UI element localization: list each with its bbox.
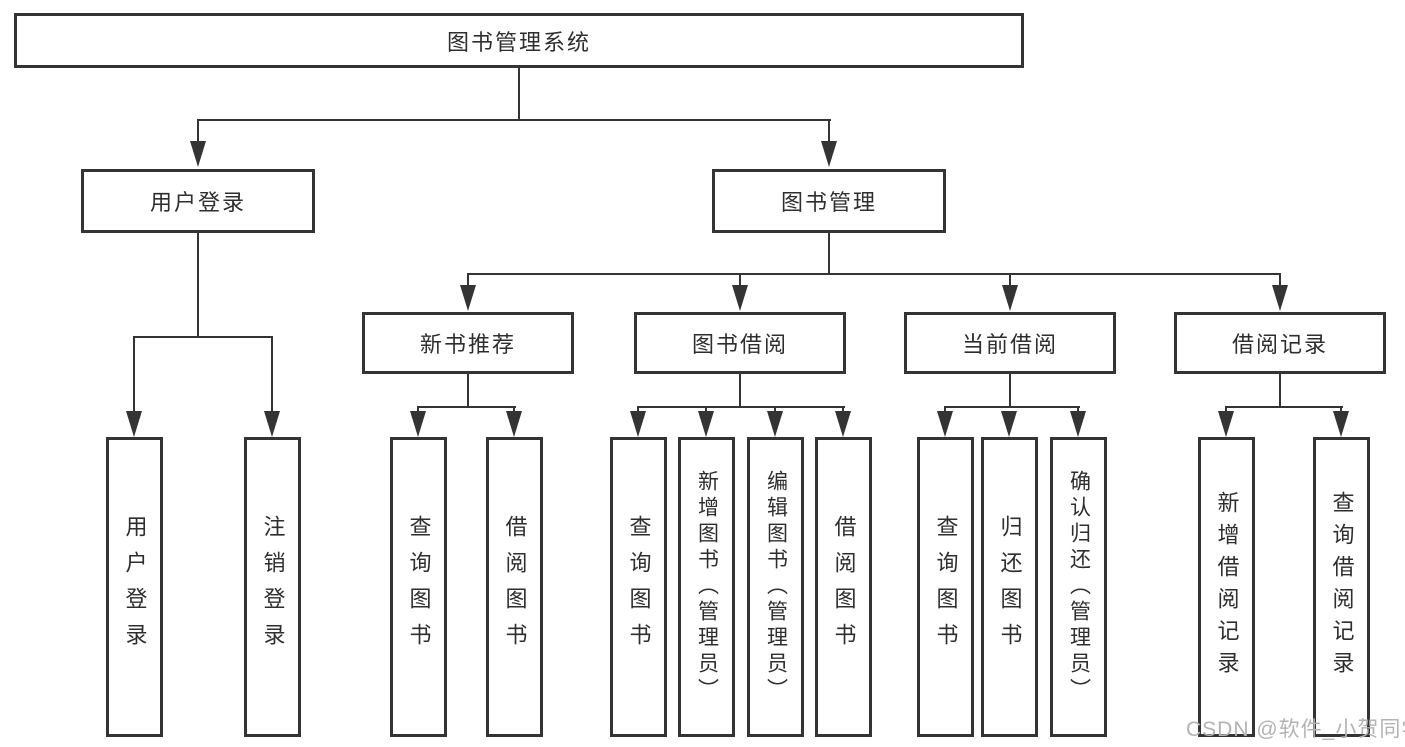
node-current-borrowing: 当前借阅 xyxy=(904,312,1116,374)
leaf-user-login: 用户登录 xyxy=(106,437,163,737)
arrowhead-down-icon xyxy=(190,141,206,167)
node-label: 归还图书 xyxy=(997,515,1023,659)
connector-line xyxy=(1009,374,1011,406)
connector-line xyxy=(739,273,741,287)
leaf-logout: 注销登录 xyxy=(244,437,301,737)
leaf-add-borrow-record: 新增借阅记录 xyxy=(1198,437,1255,737)
node-new-book-recommendation: 新书推荐 xyxy=(362,312,574,374)
leaf-borrow-books-recommend: 借阅图书 xyxy=(486,437,543,737)
arrowhead-down-icon xyxy=(732,285,748,311)
node-label: 查询图书 xyxy=(626,515,652,659)
arrowhead-down-icon xyxy=(410,411,426,437)
connector-line xyxy=(1279,374,1281,406)
connector-line xyxy=(271,336,273,411)
connector-line xyxy=(774,406,776,414)
node-label: 新增图书（管理员） xyxy=(695,470,719,704)
leaf-query-books-recommend: 查询图书 xyxy=(390,437,447,737)
connector-line xyxy=(1225,406,1227,414)
node-label: 编辑图书（管理员） xyxy=(764,470,788,704)
arrowhead-down-icon xyxy=(126,411,142,437)
node-label: 新增借阅记录 xyxy=(1214,491,1240,683)
leaf-add-books-admin: 新增图书（管理员） xyxy=(678,437,735,737)
arrowhead-down-icon xyxy=(1070,411,1086,437)
watermark: CSDN @软件_小贺同学 xyxy=(1186,718,1405,741)
leaf-edit-books-admin: 编辑图书（管理员） xyxy=(747,437,804,737)
connector-line xyxy=(1009,273,1011,287)
arrowhead-down-icon xyxy=(1272,285,1288,311)
node-book-management: 图书管理 xyxy=(712,169,946,233)
connector-line xyxy=(828,233,830,273)
node-book-borrowing: 图书借阅 xyxy=(634,312,846,374)
node-label: 图书管理 xyxy=(780,190,877,215)
arrowhead-down-icon xyxy=(460,285,476,311)
connector-line xyxy=(133,336,135,411)
leaf-borrow-books-borrowing: 借阅图书 xyxy=(815,437,872,737)
arrowhead-down-icon xyxy=(937,411,953,437)
leaf-return-books: 归还图书 xyxy=(981,437,1038,737)
connector-line xyxy=(705,406,707,414)
node-label: 确认归还（管理员） xyxy=(1067,470,1091,704)
connector-line xyxy=(133,336,273,338)
connector-line xyxy=(197,119,199,145)
arrowhead-down-icon xyxy=(1001,411,1017,437)
node-label: 图书借阅 xyxy=(691,332,788,357)
leaf-confirm-return-admin: 确认归还（管理员） xyxy=(1050,437,1107,737)
node-label: 用户登录 xyxy=(149,190,246,215)
arrowhead-down-icon xyxy=(506,411,522,437)
connector-line xyxy=(842,406,844,414)
connector-line xyxy=(1279,273,1281,287)
connector-line xyxy=(467,273,469,287)
arrowhead-down-icon xyxy=(835,411,851,437)
arrowhead-down-icon xyxy=(1218,411,1234,437)
connector-line xyxy=(467,273,1281,275)
connector-line xyxy=(197,119,831,121)
arrowhead-down-icon xyxy=(1002,285,1018,311)
arrowhead-down-icon xyxy=(767,411,783,437)
connector-line xyxy=(944,406,946,414)
connector-line xyxy=(1225,406,1343,408)
connector-line xyxy=(828,119,830,145)
node-label: 借阅记录 xyxy=(1231,332,1328,357)
node-label: 查询图书 xyxy=(406,515,432,659)
node-borrowing-records: 借阅记录 xyxy=(1174,312,1386,374)
arrowhead-down-icon xyxy=(698,411,714,437)
connector-line xyxy=(637,406,639,414)
connector-line xyxy=(197,233,199,336)
node-label: 注销登录 xyxy=(260,515,286,659)
node-label: 图书管理系统 xyxy=(446,29,591,55)
connector-line xyxy=(467,374,469,406)
node-label: 借阅图书 xyxy=(831,515,857,659)
node-label: 当前借阅 xyxy=(961,332,1058,357)
node-label: 查询图书 xyxy=(933,515,959,659)
connector-line xyxy=(417,406,516,408)
node-user-login: 用户登录 xyxy=(81,169,315,233)
node-label: 查询借阅记录 xyxy=(1329,491,1355,683)
connector-line xyxy=(637,406,845,408)
connector-line xyxy=(518,66,520,119)
connector-line xyxy=(944,406,1080,408)
leaf-query-books-current: 查询图书 xyxy=(917,437,974,737)
arrowhead-down-icon xyxy=(264,411,280,437)
connector-line xyxy=(739,374,741,406)
connector-line xyxy=(417,406,419,414)
connector-line xyxy=(1077,406,1079,414)
node-label: 用户登录 xyxy=(122,515,148,659)
arrowhead-down-icon xyxy=(630,411,646,437)
arrowhead-down-icon xyxy=(1333,411,1349,437)
connector-line xyxy=(513,406,515,414)
leaf-query-borrow-record: 查询借阅记录 xyxy=(1313,437,1370,737)
arrowhead-down-icon xyxy=(821,141,837,167)
connector-line xyxy=(1340,406,1342,414)
leaf-query-books-borrowing: 查询图书 xyxy=(610,437,667,737)
node-library-management-system: 图书管理系统 xyxy=(14,13,1024,68)
node-label: 借阅图书 xyxy=(502,515,528,659)
node-label: 新书推荐 xyxy=(419,332,516,357)
